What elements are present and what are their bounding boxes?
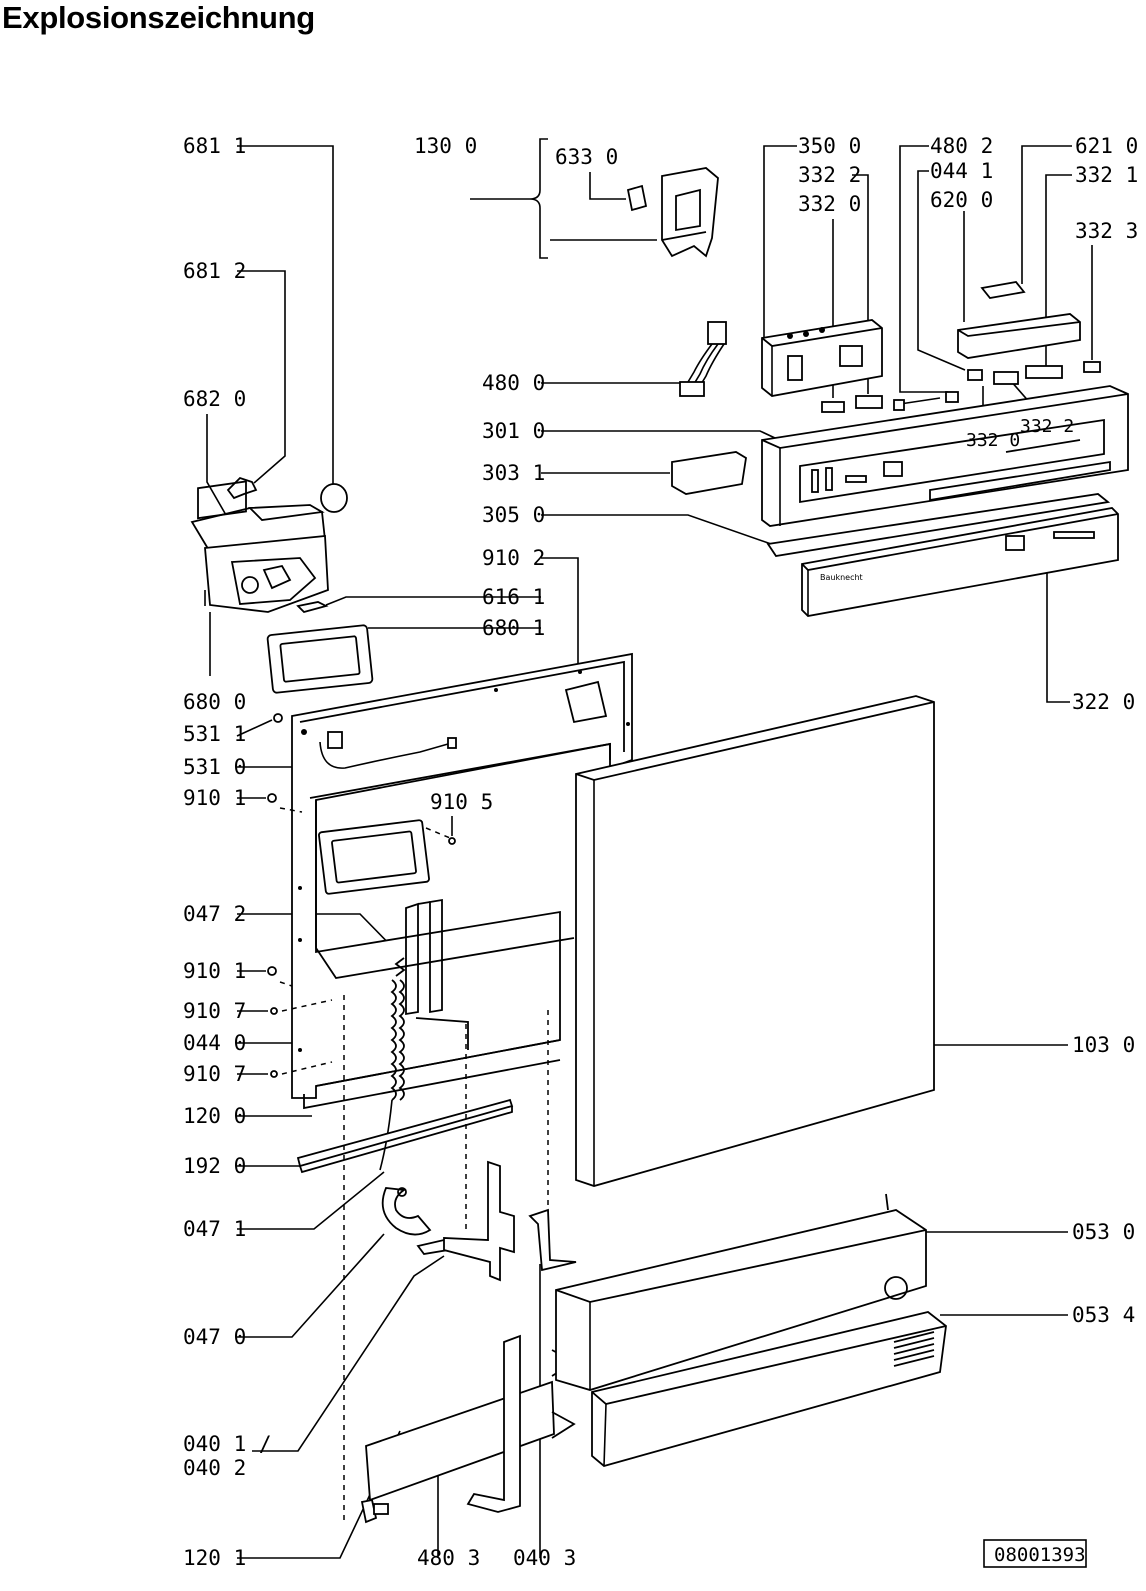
toe-plate [591, 1311, 947, 1467]
label-103-0: 103 0 [1072, 1033, 1135, 1057]
label-044-1: 044 1 [930, 159, 993, 183]
label-480-3: 480 3 [417, 1546, 480, 1570]
panel-strip [766, 493, 1111, 557]
label-053-4: 053 4 [1072, 1303, 1135, 1327]
label-910-7-b: 910 7 [183, 1062, 246, 1086]
label-301-0: 301 0 [482, 419, 545, 443]
label-332-3: 332 3 [1075, 219, 1138, 243]
label-680-1: 680 1 [482, 616, 545, 640]
label-910-5: 910 5 [430, 790, 493, 814]
brand-label: Bauknecht [820, 573, 863, 582]
kick-plate [555, 1193, 927, 1391]
label-350-0: 350 0 [798, 134, 861, 158]
label-910-1-b: 910 1 [183, 959, 246, 983]
label-620-0: 620 0 [930, 188, 993, 212]
page-title: Explosionszeichnung [2, 0, 315, 35]
label-120-1: 120 1 [183, 1546, 246, 1570]
wiring-harness [679, 321, 727, 397]
label-120-0: 120 0 [183, 1104, 246, 1128]
hinge-assembly [626, 167, 719, 258]
label-681-1: 681 1 [183, 134, 246, 158]
label-053-0: 053 0 [1072, 1220, 1135, 1244]
label-040-1: 040 1 / [183, 1432, 272, 1456]
label-322-0: 322 0 [1072, 690, 1135, 714]
label-621-0: 621 0 [1075, 134, 1138, 158]
label-682-0: 682 0 [183, 387, 246, 411]
switch-module [957, 281, 1101, 385]
part-labels: 681 1 681 2 682 0 680 0 531 1 531 0 910 … [183, 134, 1138, 1570]
bottom-panel [360, 1380, 555, 1524]
label-040-3: 040 3 [513, 1546, 576, 1570]
drawing-number: 08001393 [994, 1544, 1086, 1566]
control-module [761, 319, 959, 413]
round-cap-part [320, 483, 348, 513]
label-332-2-b: 332 2 [1020, 416, 1074, 437]
label-040-2: 040 2 [183, 1456, 246, 1480]
label-910-2: 910 2 [482, 546, 545, 570]
label-332-1: 332 1 [1075, 163, 1138, 187]
hinge-arm [443, 1160, 515, 1282]
label-681-2: 681 2 [183, 259, 246, 283]
inner-door-panel [291, 652, 633, 1110]
label-680-0: 680 0 [183, 690, 246, 714]
label-531-1: 531 1 [183, 722, 246, 746]
parts: Bauknecht [190, 167, 1129, 1524]
label-910-7-a: 910 7 [183, 999, 246, 1023]
label-305-0: 305 0 [482, 503, 545, 527]
bottom-strip [296, 1098, 514, 1174]
label-633-0: 633 0 [555, 145, 618, 169]
label-044-0: 044 0 [183, 1031, 246, 1055]
label-531-0: 531 0 [183, 755, 246, 779]
label-332-0-b: 332 0 [966, 430, 1020, 451]
label-616-1: 616 1 [482, 585, 545, 609]
label-910-1-a: 910 1 [183, 786, 246, 810]
lever-part [226, 476, 258, 500]
detergent-dispenser [190, 480, 329, 613]
label-303-1: 303 1 [482, 461, 545, 485]
label-480-2: 480 2 [930, 134, 993, 158]
gasket-part [266, 624, 374, 694]
label-047-0: 047 0 [183, 1325, 246, 1349]
front-control-panel [761, 385, 1129, 527]
label-332-2-a: 332 2 [798, 163, 861, 187]
clip-part [296, 601, 329, 614]
clamp-part [466, 1334, 521, 1513]
label-047-1: 047 1 [183, 1217, 246, 1241]
label-332-0-a: 332 0 [798, 192, 861, 216]
outer-door-panel [575, 695, 935, 1187]
label-047-2: 047 2 [183, 902, 246, 926]
label-130-0: 130 0 [414, 134, 477, 158]
hinge-cam [381, 1187, 432, 1236]
door-handle [671, 451, 747, 495]
drawing-number-box: 08001393 [983, 1539, 1087, 1568]
front-fascia: Bauknecht [801, 507, 1119, 617]
label-480-0: 480 0 [482, 371, 545, 395]
label-192-0: 192 0 [183, 1154, 246, 1178]
angle-bracket [528, 1208, 577, 1272]
